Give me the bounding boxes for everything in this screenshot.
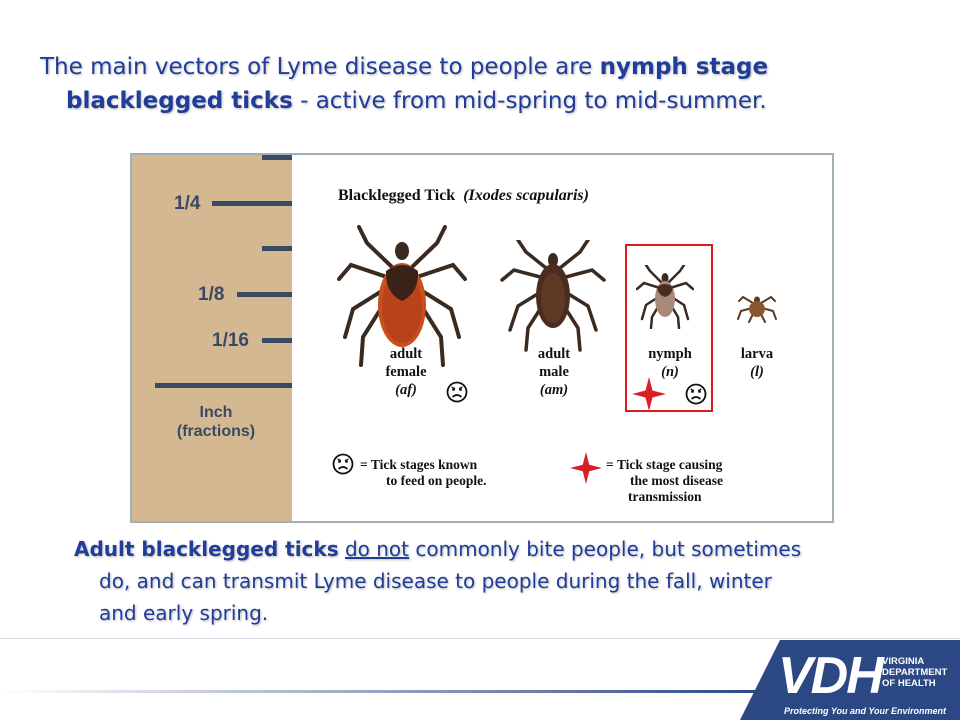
stage-label-adult-female: adult female (af) [385, 346, 427, 398]
ruler-tick-quarter [212, 201, 292, 206]
legend-most-transmission: = Tick stage causing the most disease tr… [606, 457, 723, 504]
note-line-2: do, and can transmit Lyme disease to peo… [99, 569, 772, 593]
stage-label-nymph: nymph (n) [648, 346, 692, 380]
legend-feeds-on-people: = Tick stages known to feed on people. [360, 457, 487, 488]
ruler-tick-3-16 [262, 246, 292, 251]
ruler-tick-top [262, 155, 292, 160]
slide-title: The main vectors of Lyme disease to peop… [40, 50, 920, 118]
adult-female-tick-icon [337, 225, 467, 367]
title-bold-ticks: blacklegged ticks [66, 88, 293, 114]
note-bold: Adult blacklegged ticks [74, 537, 339, 561]
footer-divider [0, 638, 960, 639]
figure-heading: Blacklegged Tick (Ixodes scapularis) [338, 187, 589, 204]
ruler-unit: Inch (fractions) [176, 404, 256, 440]
nymph-highlight-box [625, 244, 713, 412]
adult-male-tick-icon [500, 240, 606, 352]
sad-face-icon-nymph [685, 383, 707, 405]
title-line-2: blacklegged ticks - active from mid-spri… [66, 88, 767, 114]
ruler-label-eighth: 1/8 [198, 284, 225, 305]
footer-blue-bar [0, 690, 760, 693]
legend-sad-face-icon [332, 453, 354, 475]
tick-size-figure: 1/4 1/8 1/16 Inch (fractions) Blacklegge… [130, 153, 834, 523]
stage-label-larva: larva (l) [740, 346, 774, 380]
ruler-label-quarter: 1/4 [174, 193, 201, 214]
ruler-label-sixteenth: 1/16 [212, 330, 249, 351]
larva-tick-icon [737, 295, 777, 323]
inch-ruler: 1/4 1/8 1/16 Inch (fractions) [132, 155, 292, 521]
ruler-tick-sixteenth [262, 338, 292, 343]
title-bold-nymph: nymph stage [599, 54, 769, 80]
note-line-1: Adult blacklegged ticks do not commonly … [74, 537, 802, 561]
adult-ticks-note: Adult blacklegged ticks do not commonly … [74, 533, 920, 629]
title-line-1: The main vectors of Lyme disease to peop… [40, 54, 769, 80]
ruler-tick-eighth [237, 292, 292, 297]
star-icon-nymph [632, 377, 666, 411]
sad-face-icon-adult-female [446, 381, 468, 403]
vdh-org-name: VIRGINIA DEPARTMENT OF HEALTH [882, 656, 948, 689]
ruler-tick-zero [155, 383, 292, 388]
vdh-logo-letters: VDH [778, 647, 884, 705]
nymph-tick-icon [636, 265, 694, 329]
vdh-tagline: Protecting You and Your Environment [784, 706, 947, 716]
note-line-3: and early spring. [99, 601, 269, 625]
stage-label-adult-male: adult male (am) [537, 346, 571, 398]
note-underlined: do not [344, 537, 410, 561]
legend-star-icon [570, 452, 602, 484]
vdh-logo-background [740, 640, 960, 720]
